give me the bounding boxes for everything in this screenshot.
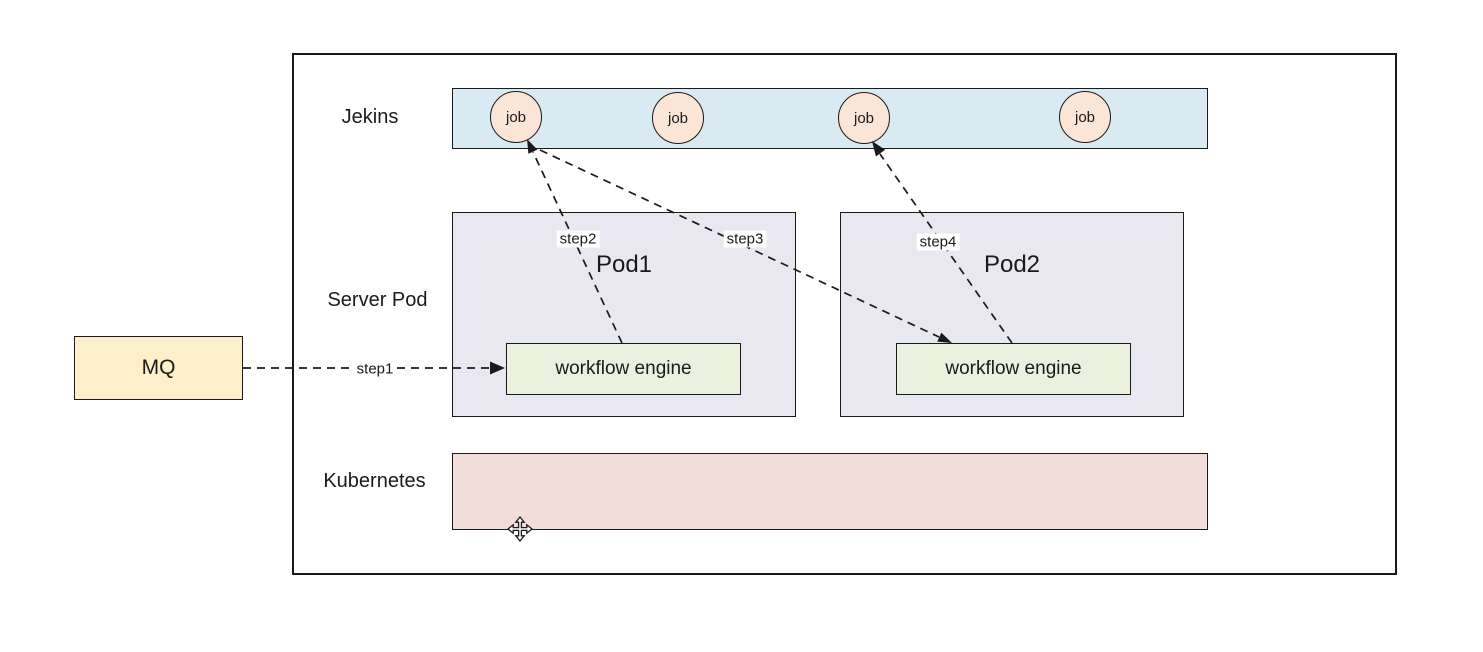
step1-label[interactable]: step1 [353,360,397,378]
step3-label[interactable]: step3 [723,230,767,248]
job-label: job [1074,108,1096,126]
job-label: job [853,109,875,127]
pod1-name: Pod1 [595,251,653,278]
job-node-3[interactable]: job [838,92,890,144]
pod2-workflow-engine-box[interactable]: workflow engine [896,343,1131,395]
step2-label[interactable]: step2 [556,230,600,248]
mq-box[interactable]: MQ [74,336,243,400]
job-node-1[interactable]: job [490,91,542,143]
jenkins-lane-label[interactable]: Jekins [341,106,399,128]
job-label: job [667,109,689,127]
kubernetes-lane-label[interactable]: Kubernetes [323,470,426,492]
mq-label: MQ [141,356,176,379]
job-label: job [505,108,527,126]
job-node-2[interactable]: job [652,92,704,144]
step4-label[interactable]: step4 [916,233,960,251]
pod1-workflow-engine-box[interactable]: workflow engine [506,343,741,395]
workflow-engine-label: workflow engine [555,358,692,379]
kubernetes-bar[interactable] [452,453,1208,530]
workflow-engine-label: workflow engine [945,358,1082,379]
server-pod-lane-label[interactable]: Server Pod [327,289,428,311]
job-node-4[interactable]: job [1059,91,1111,143]
pod2-name: Pod2 [983,251,1041,278]
